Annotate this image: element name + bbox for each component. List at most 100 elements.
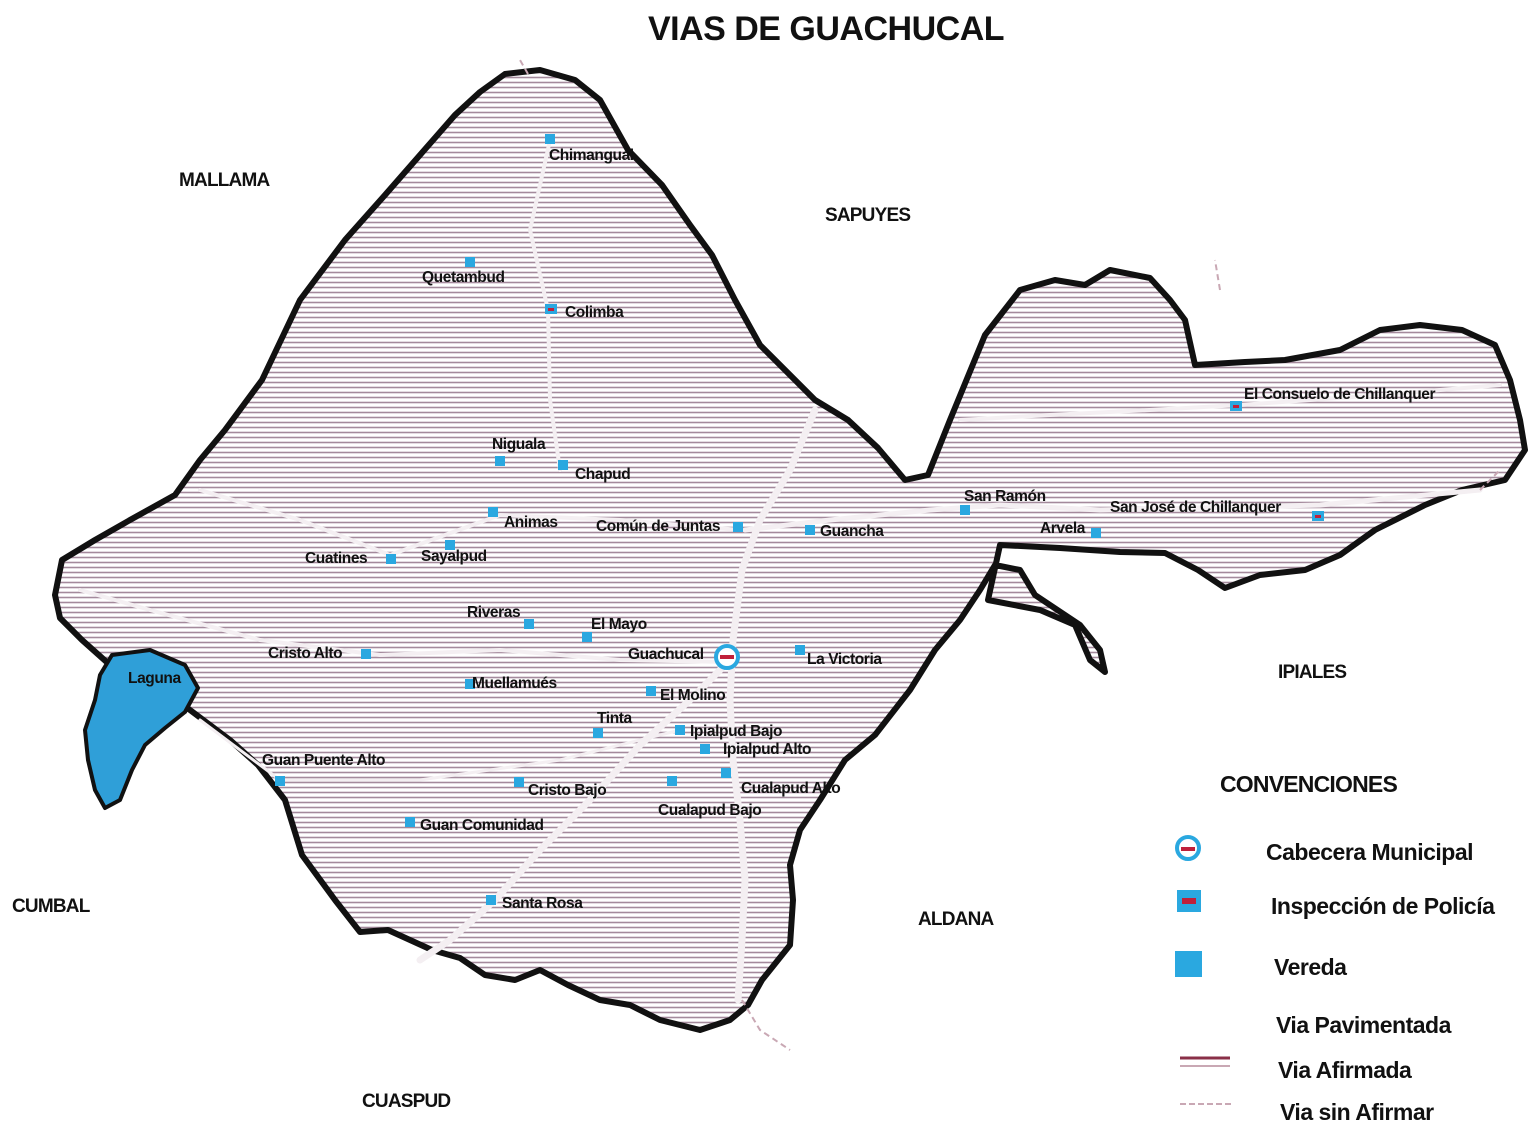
vereda-marker-icon	[488, 507, 498, 517]
vereda-marker-icon	[700, 744, 710, 754]
vereda-marker-icon	[733, 522, 743, 532]
inspeccion-symbol-bar	[1182, 898, 1196, 904]
road-east	[742, 487, 1483, 533]
map-title: VIAS DE GUACHUCAL	[648, 10, 1004, 48]
place-label-el-mayo: El Mayo	[591, 616, 647, 633]
legend-item-vereda: Vereda	[1175, 951, 1348, 980]
external-road-east	[1479, 469, 1501, 491]
vereda-marker-icon	[275, 776, 285, 786]
vereda-marker-icon	[1091, 528, 1101, 538]
place-label-santa-rosa: Santa Rosa	[502, 895, 583, 912]
vereda-marker-icon	[465, 679, 475, 689]
place-label-niguala: Niguala	[492, 436, 546, 453]
vereda-symbol-icon	[1175, 951, 1202, 977]
legend-item-inspeccion: Inspección de Policía	[1177, 890, 1496, 919]
place-label-muellamues: Muellamués	[472, 675, 557, 692]
place-label-cualapud-bajo: Cualapud Bajo	[658, 802, 761, 819]
neighbor-labels: MALLAMA SAPUYES IPIALES ALDANA CUASPUD C…	[12, 170, 1347, 1112]
legend-label-unpaved: Via sin Afirmar	[1280, 1099, 1434, 1121]
road-northwest	[198, 488, 742, 558]
legend-label-cabecera: Cabecera Municipal	[1266, 839, 1473, 865]
place-label-chimangual: Chimangual	[549, 147, 634, 164]
neighbor-aldana: ALDANA	[918, 909, 994, 930]
vereda-marker-icon	[805, 525, 815, 535]
place-label-riveras: Riveras	[467, 604, 520, 621]
vereda-marker-icon	[960, 505, 970, 515]
road-southwest	[198, 718, 682, 782]
external-road-northeast	[1214, 259, 1221, 291]
vereda-marker-icon	[495, 456, 505, 466]
place-label-tinta: Tinta	[597, 710, 633, 727]
vereda-marker-icon	[445, 540, 455, 550]
road-main-north	[726, 406, 819, 1004]
laguna-lake	[83, 648, 200, 810]
neighbor-cumbal: CUMBAL	[12, 896, 91, 917]
place-label-guachucal: Guachucal	[628, 646, 704, 663]
inspeccion-marker-icon	[1312, 511, 1324, 521]
vereda-marker-icon	[405, 817, 415, 827]
legend-item-cabecera: Cabecera Municipal	[1175, 835, 1474, 865]
road-network	[78, 138, 1502, 1004]
place-label-el-molino: El Molino	[660, 687, 725, 704]
laguna-label: Laguna	[128, 670, 181, 687]
place-label-san-jose-de-chillanquer: San José de Chillanquer	[1110, 499, 1281, 516]
external-road-south	[741, 999, 791, 1051]
place-markers: ChimangualQuetambudColimbaNigualaChapudA…	[262, 134, 1436, 912]
legend-item-gravel: Via Afirmada	[1180, 1056, 1413, 1083]
place-label-quetambud: Quetambud	[422, 269, 505, 286]
vereda-marker-icon	[582, 632, 592, 642]
road-west	[78, 588, 730, 664]
neighbor-cuaspud: CUASPUD	[362, 1091, 450, 1112]
vereda-marker-icon	[524, 619, 534, 629]
cabecera-marker-icon	[714, 644, 740, 670]
vereda-marker-icon	[593, 728, 603, 738]
place-label-comun-de-juntas: Común de Juntas	[596, 518, 720, 535]
vereda-marker-icon	[646, 686, 656, 696]
legend-title: CONVENCIONES	[1220, 771, 1397, 797]
place-label-guan-comunidad: Guan Comunidad	[420, 817, 544, 834]
vereda-marker-icon	[361, 649, 371, 659]
external-road-north	[519, 59, 529, 75]
place-label-arvela: Arvela	[1040, 520, 1086, 537]
neighbor-mallama: MALLAMA	[179, 170, 271, 191]
place-label-cristo-alto: Cristo Alto	[268, 645, 342, 662]
place-label-animas: Animas	[504, 514, 558, 531]
inspeccion-marker-icon	[1230, 401, 1242, 411]
legend: CONVENCIONES Cabecera Municipal Inspecci…	[1175, 771, 1496, 1125]
legend-item-unpaved: Via sin Afirmar	[1180, 1099, 1435, 1125]
place-label-ipialpud-alto: Ipialpud Alto	[723, 741, 811, 758]
legend-label-gravel: Via Afirmada	[1278, 1057, 1412, 1083]
place-label-cristo-bajo: Cristo Bajo	[528, 782, 606, 799]
vereda-marker-icon	[558, 460, 568, 470]
neighbor-sapuyes: SAPUYES	[825, 205, 910, 226]
vereda-marker-icon	[675, 725, 685, 735]
legend-item-paved: Via Pavimentada	[1276, 1012, 1452, 1038]
place-label-cuatines: Cuatines	[305, 550, 367, 567]
legend-label-paved: Via Pavimentada	[1276, 1012, 1452, 1038]
place-label-chapud: Chapud	[575, 466, 630, 483]
external-roads	[519, 59, 1501, 1051]
place-label-cualapud-alto: Cualapud Alto	[741, 780, 840, 797]
place-label-guan-puente-alto: Guan Puente Alto	[262, 752, 385, 769]
municipality-boundary	[52, 67, 1528, 1033]
place-label-ipialpud-bajo: Ipialpud Bajo	[690, 723, 782, 740]
vereda-marker-icon	[514, 777, 524, 787]
neighbor-ipiales: IPIALES	[1278, 662, 1346, 683]
vereda-marker-icon	[486, 895, 496, 905]
place-label-el-consuelo-de-chillanquer: El Consuelo de Chillanquer	[1244, 386, 1435, 403]
vereda-marker-icon	[386, 554, 396, 564]
vereda-marker-icon	[721, 768, 731, 778]
place-label-san-ramon: San Ramón	[964, 488, 1046, 505]
place-label-la-victoria: La Victoria	[807, 651, 882, 668]
place-label-guancha: Guancha	[820, 523, 884, 540]
vereda-marker-icon	[795, 645, 805, 655]
legend-label-vereda: Vereda	[1274, 954, 1347, 980]
place-label-sayalpud: Sayalpud	[421, 548, 487, 565]
place-label-colimba: Colimba	[565, 304, 624, 321]
vereda-marker-icon	[545, 134, 555, 144]
road-main-south	[416, 658, 732, 964]
vereda-marker-icon	[465, 257, 475, 267]
legend-label-inspeccion: Inspección de Policía	[1271, 893, 1495, 919]
